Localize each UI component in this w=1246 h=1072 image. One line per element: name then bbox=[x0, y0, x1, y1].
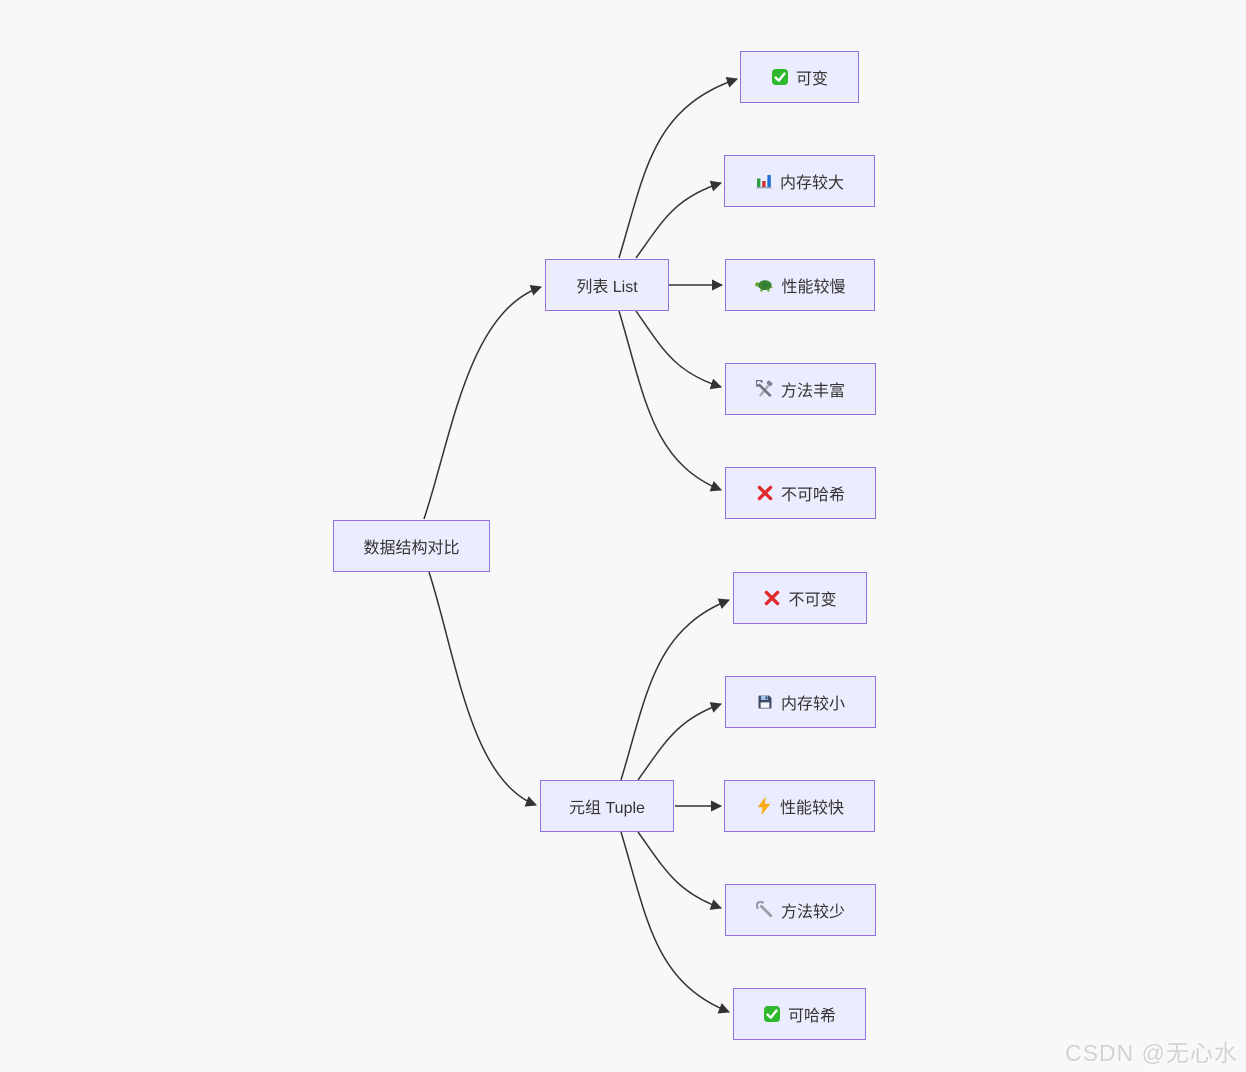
node-label: 方法丰富 bbox=[780, 383, 845, 400]
node-tuple-memory: 内存较小 bbox=[725, 676, 876, 728]
node-tuple-hash: 可哈希 bbox=[733, 988, 866, 1040]
node-label: 不可变 bbox=[788, 592, 837, 609]
node-label: 性能较快 bbox=[779, 800, 844, 817]
cross-icon bbox=[763, 589, 781, 607]
node-label: 方法较少 bbox=[780, 904, 845, 921]
hammer-wrench-icon bbox=[755, 380, 774, 398]
wrench-icon bbox=[755, 901, 774, 919]
edge-list-to-memory bbox=[635, 180, 723, 259]
edge-list-to-hash bbox=[618, 310, 723, 492]
lightning-icon bbox=[755, 797, 773, 815]
node-list-label: 列表 List bbox=[576, 279, 638, 296]
node-list-speed: 性能较慢 bbox=[725, 259, 875, 311]
node-root-label: 数据结构对比 bbox=[363, 540, 460, 557]
node-list-mutable: 可变 bbox=[740, 51, 859, 103]
node-label: 可变 bbox=[795, 71, 828, 88]
node-root: 数据结构对比 bbox=[333, 520, 490, 572]
node-label: 性能较慢 bbox=[781, 279, 846, 296]
floppy-disk-icon bbox=[756, 693, 774, 711]
node-list-hash: 不可哈希 bbox=[725, 467, 876, 519]
node-tuple-methods: 方法较少 bbox=[725, 884, 876, 936]
bar-chart-icon bbox=[755, 172, 773, 190]
edge-tuple-to-immutable bbox=[620, 598, 731, 781]
check-icon bbox=[763, 1005, 781, 1023]
edge-tuple-to-hash bbox=[620, 831, 731, 1014]
node-tuple-label: 元组 Tuple bbox=[569, 800, 645, 817]
node-label: 内存较大 bbox=[779, 175, 844, 192]
node-list-methods: 方法丰富 bbox=[725, 363, 876, 415]
edge-root-to-tuple bbox=[428, 571, 538, 807]
edge-tuple-to-methods bbox=[637, 831, 723, 910]
node-label: 内存较小 bbox=[780, 696, 845, 713]
node-tuple-speed: 性能较快 bbox=[724, 780, 875, 832]
node-label: 不可哈希 bbox=[780, 487, 845, 504]
node-list: 列表 List bbox=[545, 259, 669, 311]
edge-list-to-methods bbox=[635, 310, 723, 390]
turtle-icon bbox=[754, 276, 774, 294]
node-tuple: 元组 Tuple bbox=[540, 780, 674, 832]
csdn-watermark: CSDN @无心水 bbox=[1065, 1040, 1238, 1066]
check-icon bbox=[771, 68, 789, 86]
node-label: 可哈希 bbox=[787, 1008, 836, 1025]
node-tuple-immutable: 不可变 bbox=[733, 572, 867, 624]
node-list-memory: 内存较大 bbox=[724, 155, 875, 207]
cross-icon bbox=[756, 484, 774, 502]
edge-tuple-to-memory bbox=[637, 702, 723, 781]
edge-root-to-list bbox=[423, 284, 543, 520]
edge-list-to-mutable bbox=[618, 76, 739, 259]
